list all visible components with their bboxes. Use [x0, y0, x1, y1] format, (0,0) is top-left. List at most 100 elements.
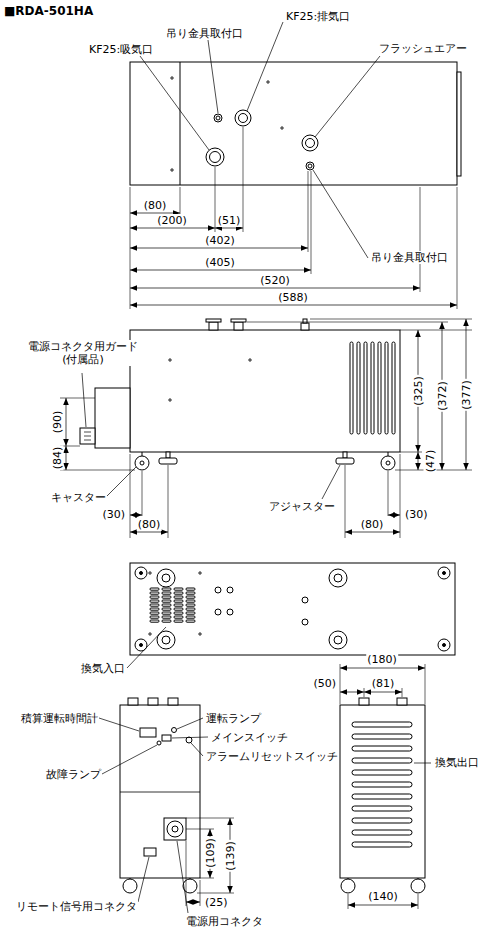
screw-mark [170, 398, 171, 402]
vent-slot [150, 600, 159, 602]
extension-line [388, 471, 389, 516]
extension-line [215, 167, 216, 232]
port-circle [216, 116, 220, 120]
louver-slot [378, 342, 381, 434]
vent-slot [150, 588, 159, 590]
caster-wheel [438, 567, 450, 579]
port-circle [334, 574, 342, 582]
port-circle [239, 114, 248, 123]
vent-slot [162, 616, 171, 618]
drawing-line [120, 792, 200, 793]
mount-hole [227, 609, 233, 615]
extension-line [197, 893, 234, 894]
dimension-line [340, 692, 364, 693]
port-circle [172, 826, 178, 832]
screw-mark [170, 358, 171, 362]
leader-line [102, 745, 157, 774]
extension-line [420, 187, 421, 292]
louver-slot [364, 342, 367, 434]
adjuster-pad [159, 458, 177, 464]
vent-slot [174, 596, 183, 598]
dimension-label: (372) [436, 380, 449, 412]
louver-slot [352, 806, 412, 811]
port-circle [210, 152, 221, 163]
port-circle [443, 644, 446, 647]
extension-line [243, 127, 244, 232]
part-label: 故障ランプ [45, 768, 102, 781]
port-circle [140, 572, 143, 575]
dimension-label: (520) [259, 274, 291, 287]
leader-line [82, 373, 86, 427]
louver-slot [371, 342, 374, 434]
extension-line [457, 187, 458, 309]
vent-slot [174, 604, 183, 606]
body-outline [130, 563, 455, 655]
part-label: フラッシュエアー [378, 42, 468, 55]
leader-line [140, 56, 209, 150]
drawing-line [180, 62, 181, 185]
part-label: アラームリセットスイッチ [205, 750, 339, 763]
extension-line [130, 454, 131, 538]
leader-line [313, 170, 368, 258]
screw-mark [250, 358, 251, 362]
caster-wheel [123, 879, 137, 893]
remote-connector [144, 848, 156, 856]
dimension-label: (50) [312, 677, 337, 690]
port-circle [386, 461, 390, 465]
port-circle [167, 821, 183, 837]
vent-slot [150, 592, 159, 594]
vent-slot [162, 592, 171, 594]
body-outline [231, 319, 246, 322]
vent-slot [174, 600, 183, 602]
dimension-line [348, 905, 418, 906]
part-label: KF25:排気口 [285, 10, 351, 23]
body-outline [340, 705, 425, 878]
port-circle [162, 636, 170, 644]
caster-wheel [381, 456, 395, 470]
leader-line [106, 467, 136, 497]
port-circle [306, 139, 315, 148]
extension-line [308, 171, 309, 252]
dimension-label: (80) [137, 518, 162, 531]
dimension-label: (80) [143, 199, 168, 212]
dimension-label: (140) [367, 890, 399, 903]
caster-wheel [438, 639, 450, 651]
leader-line [315, 56, 380, 137]
extension-line [348, 894, 349, 909]
screw-mark [172, 168, 173, 172]
louver-slot [352, 794, 412, 799]
screw-mark [282, 126, 283, 130]
vent-slot [162, 612, 171, 614]
vent-slot [186, 592, 195, 594]
leader-line [138, 857, 149, 902]
caster-wheel [411, 879, 425, 893]
extension-line [340, 664, 341, 704]
dimension-line [130, 228, 215, 229]
adjuster-pad [336, 458, 354, 464]
dimension-line [215, 228, 243, 229]
louver-slot [357, 342, 360, 434]
body-outline [80, 428, 95, 444]
part-label: 積算運転時間計 [20, 712, 99, 725]
screw-mark [200, 571, 201, 575]
port-circle [302, 135, 318, 151]
vent-slot [174, 608, 183, 610]
louver-slot [352, 746, 412, 751]
caster-wheel [341, 879, 355, 893]
leader-line [99, 718, 139, 731]
dimension-line [130, 305, 457, 306]
port-circle [443, 572, 446, 575]
screw-mark [172, 76, 173, 80]
extension-line [425, 664, 426, 704]
dimension-label: (84) [51, 446, 64, 471]
extension-line [200, 878, 214, 879]
dimension-label: (25) [204, 896, 229, 909]
dimension-line [130, 515, 142, 516]
vent-slot [186, 620, 195, 622]
vent-slot [186, 604, 195, 606]
body-outline [130, 330, 400, 452]
louver-slot [352, 830, 412, 835]
extension-line [186, 818, 234, 819]
body-outline [128, 698, 138, 705]
